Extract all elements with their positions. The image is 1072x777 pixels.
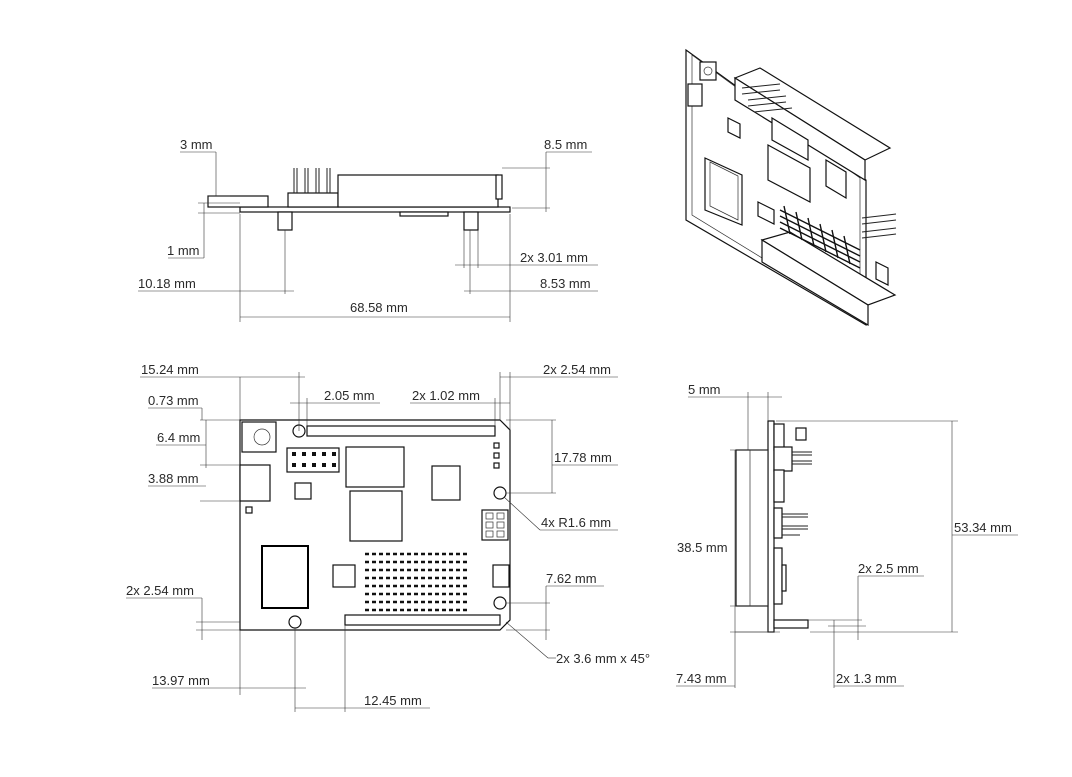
iso-chip-top [771, 116, 809, 162]
dim-38-5mm: 38.5 mm [677, 540, 728, 555]
dim-13-97mm: 13.97 mm [152, 673, 210, 688]
side-left-connector [207, 195, 269, 208]
dim-2x-2-54mm-top: 2x 2.54 mm [543, 362, 611, 377]
mesh-chip [365, 552, 470, 612]
dim-2x-2-5mm: 2x 2.5 mm [858, 561, 919, 576]
dim-53-34mm: 53.34 mm [954, 520, 1012, 535]
end-header-upper [773, 446, 793, 472]
dim-68-58mm: 68.58 mm [350, 300, 408, 315]
mount-hole-r2 [493, 596, 507, 610]
iso-chip-small [825, 158, 847, 200]
top-view: 15.24 mm 2x 2.54 mm 0.73 mm 2.05 mm 2x 1… [126, 362, 650, 712]
dim-17-78mm: 17.78 mm [554, 450, 612, 465]
side-left-standoff [277, 211, 293, 231]
dim-5mm: 5 mm [688, 382, 721, 397]
chip-f [332, 564, 356, 588]
top-leds [493, 442, 500, 469]
dim-8-53mm: 8.53 mm [540, 276, 591, 291]
side-under-chip [399, 211, 449, 217]
top-button [241, 421, 277, 453]
chip-e [261, 545, 309, 609]
end-button [773, 423, 785, 451]
side-connector-tab [495, 174, 503, 200]
iso-mesh-chip [779, 205, 861, 269]
iso-button [699, 61, 717, 81]
dim-3mm: 3 mm [180, 137, 213, 152]
end-standoffs [773, 619, 809, 629]
chip-g [492, 564, 510, 588]
dim-12-45mm: 12.45 mm [364, 693, 422, 708]
mount-hole-bl [288, 615, 302, 629]
top-connector-upper [306, 425, 496, 437]
side-big-connector [337, 174, 499, 208]
dim-6-4mm: 6.4 mm [157, 430, 200, 445]
dim-4x-r1-6mm: 4x R1.6 mm [541, 515, 611, 530]
dim-7-43mm: 7.43 mm [676, 671, 727, 686]
dim-8-5mm: 8.5 mm [544, 137, 587, 152]
dim-10-18mm: 10.18 mm [138, 276, 196, 291]
dim-1mm: 1 mm [167, 243, 200, 258]
dim-2x-3-6mm-45: 2x 3.6 mm x 45° [556, 651, 650, 666]
top-jack [239, 464, 271, 502]
end-view: 5 mm 38.5 mm 53.34 mm 2x 2.5 mm 7.43 mm … [676, 382, 1018, 688]
dim-2x-1-02mm: 2x 1.02 mm [412, 388, 480, 403]
chip-d [349, 490, 403, 542]
end-big-connector [735, 449, 769, 607]
chip-a [345, 446, 405, 488]
dim-2-05mm: 2.05 mm [324, 388, 375, 403]
iso-header-pins [741, 83, 897, 239]
top-connector-lower [344, 614, 501, 626]
dim-3-88mm: 3.88 mm [148, 471, 199, 486]
dim-7-62mm: 7.62 mm [546, 571, 597, 586]
isometric-view [685, 48, 897, 327]
side-pcb [239, 206, 511, 213]
iso-chip-mid [767, 143, 811, 203]
side-right-standoff [463, 211, 479, 231]
side-view: 3 mm 1 mm 8.5 mm 2x 3.01 mm 10.18 mm 8.5… [138, 137, 598, 322]
side-header-pins [293, 168, 331, 193]
dim-2x-1-3mm: 2x 1.3 mm [836, 671, 897, 686]
header-pins-grid [292, 452, 336, 467]
end-pcb [767, 420, 775, 633]
dim-2x-2-54mm-left: 2x 2.54 mm [126, 583, 194, 598]
chip-b [431, 465, 461, 501]
dim-15-24mm: 15.24 mm [141, 362, 199, 377]
dim-0-73mm: 0.73 mm [148, 393, 199, 408]
end-header-lower [773, 507, 783, 539]
chip-c [294, 482, 312, 500]
side-header-block [287, 192, 339, 208]
dim-2x-3-01mm: 2x 3.01 mm [520, 250, 588, 265]
top-header-2x5 [286, 447, 340, 473]
